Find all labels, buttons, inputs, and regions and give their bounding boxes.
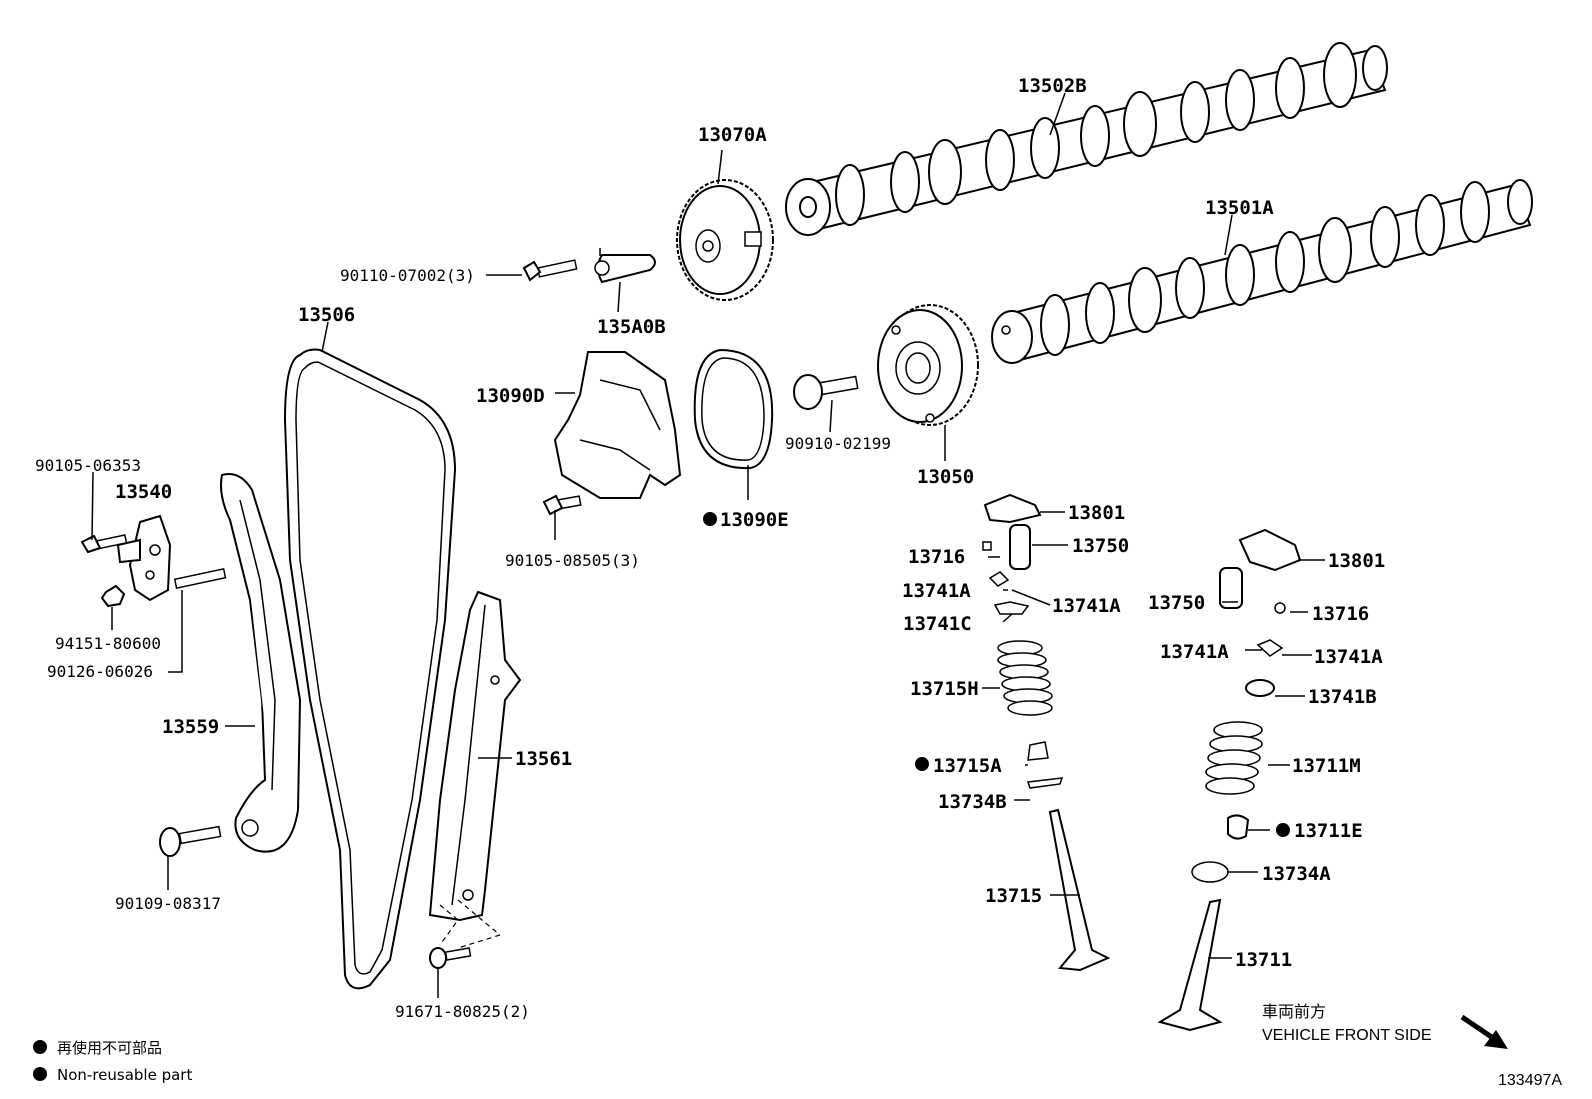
label-13090d: 13090D [476,385,545,407]
nonreusable-dot-13090e [703,512,717,526]
label-13540: 13540 [115,481,172,503]
legend-dot-icon-2 [33,1067,47,1081]
vehicle-front-indicator: 車両前方 VEHICLE FRONT SIDE [1262,1003,1508,1049]
label-13715a: 13715A [933,755,1002,777]
valve-spring-13711m [1205,721,1263,795]
lash-adjuster-13750a [1009,524,1031,570]
label-90126: 90126-06026 [47,662,153,681]
label-13741a-3: 13741A [1160,641,1229,663]
label-13750b: 13750 [1148,592,1205,614]
part-labels: 13502B 13070A 13501A 90110-07002(3) 135A… [35,75,1385,1021]
valvetrain-left [982,493,1111,972]
timing-chain-13506 [283,348,457,990]
stud-90126 [173,568,227,589]
label-13741c: 13741C [903,613,972,635]
cam-timing-gear-13050 [877,304,979,426]
rocker-arm-13801b [1238,528,1302,572]
label-90105-06353: 90105-06353 [35,456,141,475]
label-13741a-4: 13741A [1314,646,1383,668]
label-13741a-1: 13741A [902,580,971,602]
label-90105-08505: 90105-08505(3) [505,551,640,570]
label-13734b: 13734B [938,791,1007,813]
nonreusable-dot-13715a [915,757,929,771]
label-13050: 13050 [917,466,974,488]
label-13741b: 13741B [1308,686,1377,708]
label-13501a: 13501A [1205,197,1274,219]
nut-94151 [100,584,126,608]
label-13711m: 13711M [1292,755,1361,777]
label-13750a: 13750 [1072,535,1129,557]
front-arrow-icon [1460,1014,1508,1049]
chain-guide-13561 [428,590,522,922]
front-label-jp: 車両前方 [1262,1003,1326,1021]
legend-dot-icon [33,1040,47,1054]
rocker-arm-13801a [983,493,1042,524]
label-13506: 13506 [298,304,355,326]
label-13801b: 13801 [1328,550,1385,572]
label-13711e: 13711E [1294,820,1363,842]
label-13090e: 13090E [720,509,789,531]
chain-tensioner-13540 [116,514,172,602]
front-label-en: VEHICLE FRONT SIDE [1262,1027,1432,1044]
bolt-90110 [522,259,578,282]
leader-lines [91,92,1325,998]
label-13716a: 13716 [908,546,965,568]
label-90910: 90910-02199 [785,434,891,453]
label-91671: 91671-80825(2) [395,1002,530,1021]
label-13741a-2: 13741A [1052,595,1121,617]
label-13561: 13561 [515,748,572,770]
diagram-id: 133497A [1498,1072,1562,1089]
valve-13711 [1157,898,1223,1032]
label-13716b: 13716 [1312,603,1369,625]
label-94151: 94151-80600 [55,634,161,653]
label-13070a: 13070A [698,124,767,146]
guide-bolt-dashes [439,899,501,949]
bolt-90910 [793,374,859,410]
label-13711: 13711 [1235,949,1292,971]
label-90110: 90110-07002(3) [340,266,475,285]
valvetrain-right [1157,528,1302,1032]
nonreusable-dot-13711e [1276,823,1290,837]
label-13715: 13715 [985,885,1042,907]
label-13559: 13559 [162,716,219,738]
label-135a0b: 135A0B [597,316,666,338]
bolt-90105-08505 [542,494,582,516]
bolt-90105-06353 [80,534,128,554]
chain-tensioner-slipper-13559 [220,473,302,853]
lash-adjuster-13750b [1219,567,1243,609]
label-13734a: 13734A [1262,863,1331,885]
gasket-13090e [693,348,774,470]
valve-13715 [1048,808,1111,972]
oil-control-valve-135a0b [594,248,656,284]
cam-housing-cover-13090d [553,351,682,499]
cam-timing-gear-13070a [676,179,774,301]
label-13801a: 13801 [1068,502,1125,524]
legend-en: Non-reusable part [57,1066,192,1084]
legend: 再使用不可部品 Non-reusable part [33,1039,192,1084]
label-13502b: 13502B [1018,75,1087,97]
valve-spring-13715h [997,640,1053,716]
camshaft-13502b [785,42,1388,236]
bolt-90109 [159,825,222,857]
bolt-91671 [429,947,472,969]
label-13715h: 13715H [910,678,979,700]
label-90109: 90109-08317 [115,894,221,913]
camshaft-13501a [991,179,1533,364]
legend-jp: 再使用不可部品 [57,1039,162,1057]
